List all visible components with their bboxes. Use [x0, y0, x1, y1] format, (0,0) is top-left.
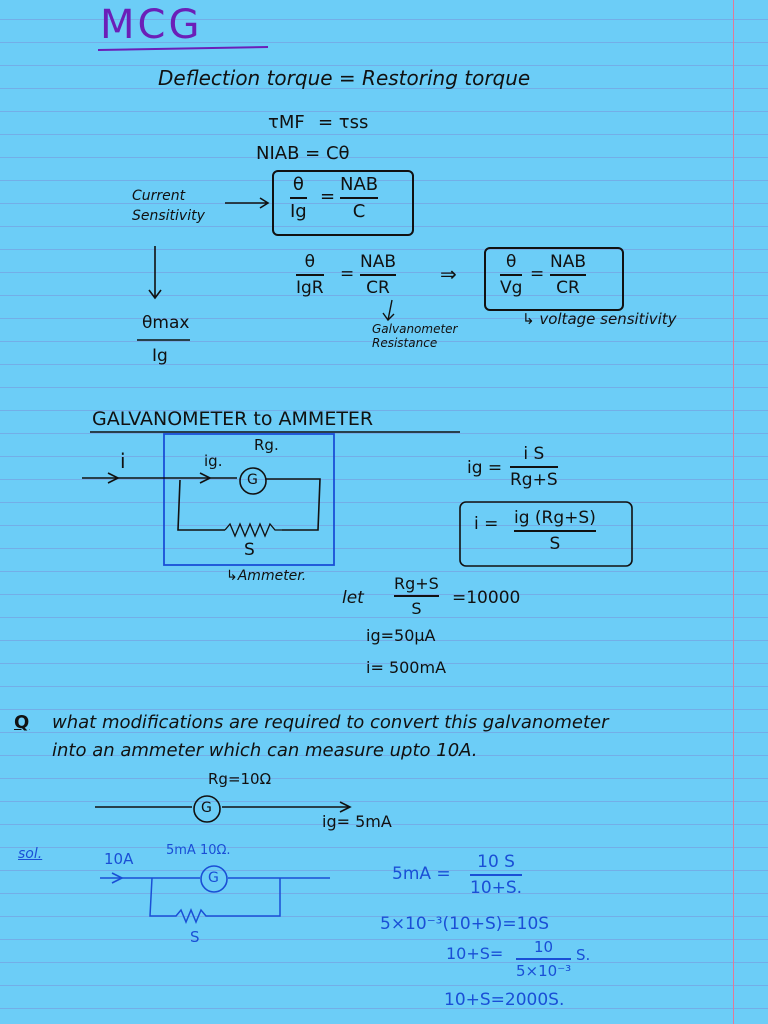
sol-eq3-rhs: S. [576, 946, 591, 964]
sol-eq2: 5×10⁻³(10+S)=10S [380, 914, 550, 934]
left-branch [177, 479, 225, 531]
i-num: ig (Rg+S) [514, 508, 596, 528]
vs-box-den: Vg [500, 277, 523, 298]
section-heading: GALVANOMETER to AMMETER [92, 408, 374, 430]
q-galv-circle [193, 795, 221, 823]
circuit-rg-label: Rg. [254, 436, 279, 454]
question-line-2: into an ammeter which can measure upto 1… [52, 740, 478, 761]
sol-eq3-fraction: 10 5×10⁻³ [516, 938, 572, 980]
let-rhs: =10000 [452, 588, 521, 608]
sol-g-label: G [208, 870, 219, 886]
sol-eq3-num: 10 [534, 938, 554, 956]
question-marker: Q [14, 712, 30, 733]
cs-rhs-den: C [352, 200, 366, 222]
cs-equals: = [320, 186, 336, 207]
let-den: S [411, 598, 422, 618]
niab-equation: NIAB = Cθ [256, 143, 350, 164]
vs-box-rhs-num: NAB [550, 252, 587, 272]
vs-equals-2: = [530, 264, 545, 284]
vs-mid-num: NAB [360, 252, 397, 272]
sol-eq1-lhs: 5mA = [392, 864, 451, 884]
solution-marker: sol. [18, 846, 43, 862]
current-sensitivity-box [272, 170, 414, 236]
q-arrow-head [339, 801, 352, 813]
cs-rhs-num: NAB [340, 174, 379, 195]
cs-fraction-right: NAB C [340, 174, 379, 222]
i-den: S [549, 533, 561, 554]
voltage-sensitivity-note: ↳ voltage sensitivity [522, 310, 677, 328]
shunt-resistor [224, 522, 282, 538]
sol-s-label: S [190, 928, 200, 946]
ammeter-boundary [163, 433, 335, 566]
vs-mid-den: CR [366, 277, 390, 298]
galv-arrow [382, 299, 395, 322]
galv-circle [239, 467, 267, 495]
vs-left-num: θ [304, 252, 316, 272]
sol-5ma-label: 5mA 10Ω. [166, 843, 231, 858]
sol-eq1-den: 10+S. [470, 877, 523, 898]
let-fraction: Rg+S S [394, 574, 439, 618]
torque-balance-line: Deflection torque = Restoring torque [158, 66, 531, 90]
ammeter-label: ↳Ammeter. [226, 568, 307, 584]
sol-eq4: 10+S=2000S. [444, 990, 565, 1010]
ig-fraction: i S Rg+S [510, 444, 558, 490]
vs-box-rhs-den: CR [556, 277, 580, 298]
vs-box-fraction-right: NAB CR [550, 252, 587, 298]
i-lhs: i = [474, 514, 499, 534]
right-branch [266, 478, 321, 531]
sol-arrow-head [111, 872, 124, 884]
i-box [459, 501, 633, 567]
q-rg-label: Rg=10Ω [208, 770, 272, 788]
current-arrow-head [107, 472, 120, 484]
circuit-current-label: i [120, 449, 126, 473]
circuit-g-label: G [247, 472, 258, 488]
vs-box-num: θ [506, 252, 517, 272]
sol-eq1-num: 10 S [477, 852, 515, 872]
implies-arrow: ⇒ [440, 262, 457, 286]
vs-fraction-left: θ IgR [296, 252, 324, 298]
ig-arrow-head [199, 472, 212, 484]
tau-right: = τss [318, 112, 369, 133]
sol-shunt-branch [149, 877, 281, 924]
ig-den: Rg+S [510, 469, 558, 490]
q-g-label: G [201, 800, 212, 816]
sol-galv-circle [200, 865, 228, 893]
title-underline [97, 46, 269, 51]
cs-arrow [225, 197, 270, 209]
circuit-s-label: S [244, 540, 255, 560]
vs-left-den: IgR [296, 277, 324, 298]
current-sensitivity-label: Current Sensitivity [132, 188, 205, 224]
cs-fraction-left: θ Ig [290, 174, 307, 222]
sol-10a-label: 10A [104, 850, 134, 868]
vs-fraction-mid: NAB CR [360, 252, 397, 298]
voltage-sensitivity-box [484, 247, 624, 311]
ig-value: ig=50μA [366, 626, 436, 645]
sol-eq1-fraction: 10 S 10+S. [470, 852, 523, 898]
sol-eq3-den: 5×10⁻³ [516, 961, 572, 980]
i-fraction: ig (Rg+S) S [514, 508, 596, 554]
sol-eq3-lhs: 10+S= [446, 944, 504, 963]
galvanometer-resistance-note: Galvanometer Resistance [372, 322, 458, 350]
ig-lhs: ig = [467, 458, 503, 478]
circuit-ig-label: ig. [204, 452, 223, 470]
vs-equals-1: = [340, 264, 355, 284]
cs-den: Ig [290, 200, 307, 222]
down-arrow [148, 246, 162, 300]
margin-line [733, 0, 734, 1024]
vs-box-fraction-left: θ Vg [500, 252, 523, 298]
q-ig-label: ig= 5mA [322, 812, 392, 831]
let-word: let [342, 588, 364, 608]
omax-num: θmax [142, 313, 190, 333]
ig-num: i S [523, 444, 545, 464]
omax-den: Ig [152, 346, 168, 366]
page-title: MCG [100, 2, 203, 48]
i-value: i= 500mA [366, 658, 447, 677]
question-line-1: what modifications are required to conve… [52, 712, 609, 733]
cs-num: θ [292, 174, 304, 195]
let-num: Rg+S [394, 574, 439, 593]
tau-left: τMF [268, 112, 305, 133]
